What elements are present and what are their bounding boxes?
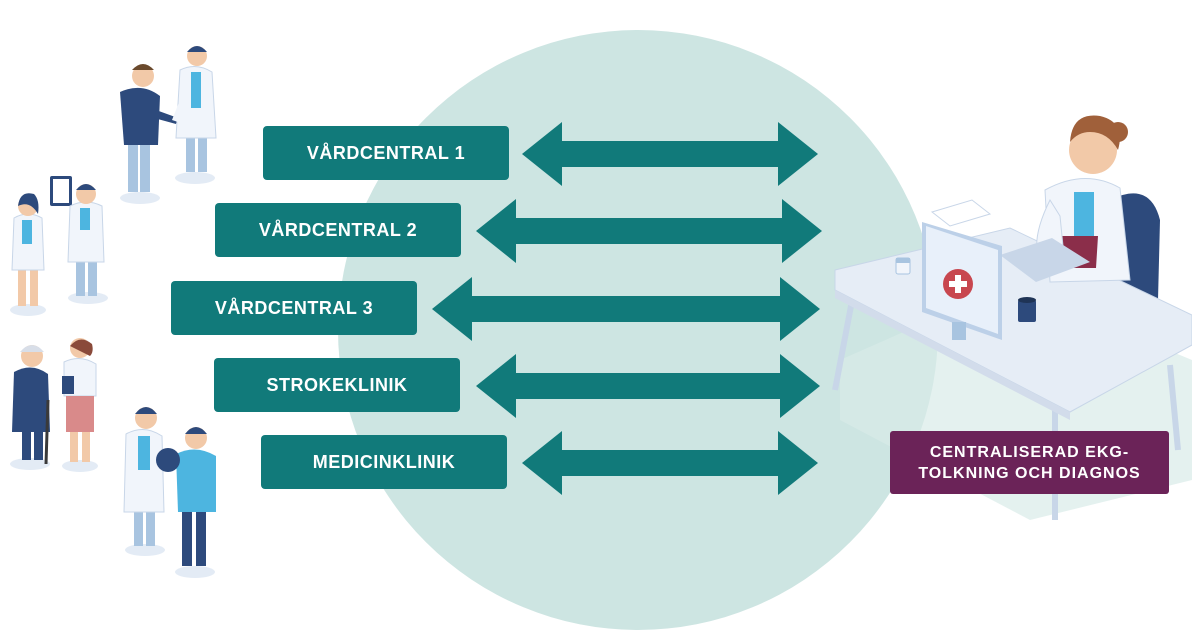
doctor-at-desk-illustration bbox=[832, 115, 1192, 520]
unit-box-vardcentral-1: VÅRDCENTRAL 1 bbox=[263, 126, 509, 180]
central-ecg-line-1: CENTRALISERAD EKG- bbox=[929, 443, 1130, 461]
central-ecg-line-2: TOLKNING OCH DIAGNOS bbox=[918, 464, 1141, 482]
unit-box-vardcentral-3: VÅRDCENTRAL 3 bbox=[171, 281, 417, 335]
unit-box-strokeklinik: STROKEKLINIK bbox=[214, 358, 460, 412]
unit-box-vardcentral-2: VÅRDCENTRAL 2 bbox=[215, 203, 461, 257]
arrow-vardcentral-1 bbox=[522, 122, 818, 186]
unit-box-medicinklinik: MEDICINKLINIK bbox=[261, 435, 507, 489]
people-handshake-illustration bbox=[120, 46, 217, 204]
arrow-medicinklinik bbox=[522, 431, 818, 495]
arrow-vardcentral-3 bbox=[432, 277, 820, 341]
arrow-strokeklinik bbox=[476, 354, 820, 418]
people-elderly-illustration bbox=[10, 338, 98, 472]
central-ecg-box: CENTRALISERAD EKG- TOLKNING OCH DIAGNOS bbox=[890, 431, 1169, 494]
people-tablet-illustration bbox=[10, 176, 108, 316]
arrow-vardcentral-2 bbox=[476, 199, 822, 263]
people-consultation-illustration bbox=[123, 407, 216, 578]
